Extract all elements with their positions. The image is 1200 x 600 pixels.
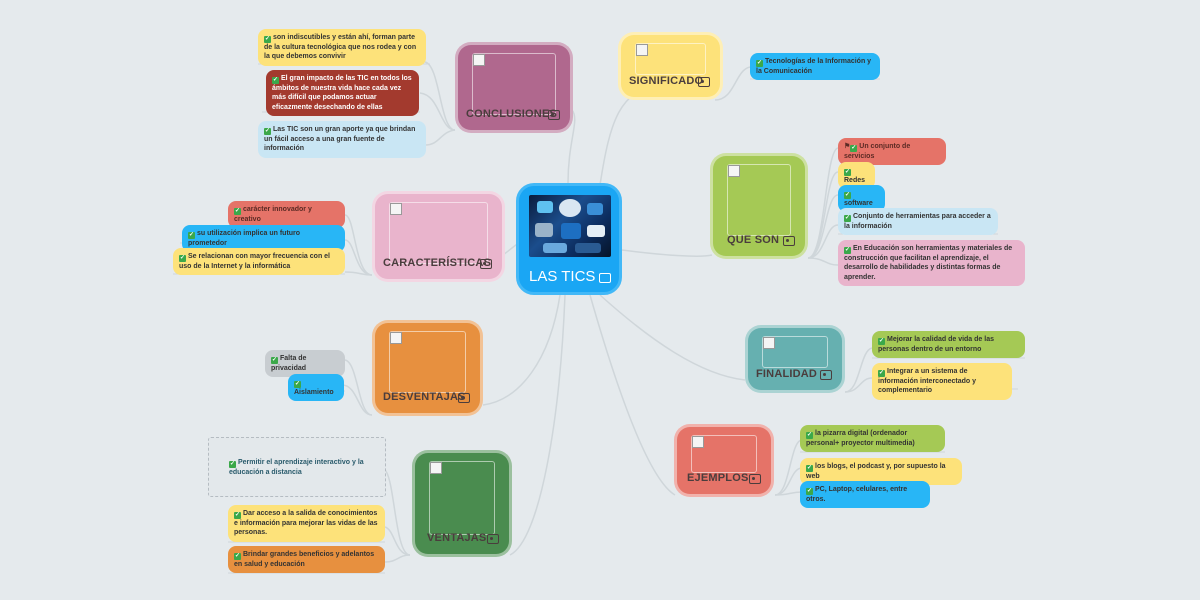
- image-icon: [783, 236, 795, 246]
- subtopic-que-son-1[interactable]: ⚑✓Un conjunto de servicios: [838, 138, 946, 166]
- topic-image-placeholder: [389, 331, 466, 393]
- checkbox-check-icon: ✓: [756, 60, 763, 67]
- topic-label: CONCLUSIONES: [466, 108, 558, 120]
- subtopic-ventajas-3[interactable]: ✓Brindar grandes beneficios y adelantos …: [228, 546, 385, 574]
- checkbox-check-icon: ✓: [188, 232, 195, 239]
- checkbox-check-icon: ✓: [264, 128, 271, 135]
- subtopic-que-son-4[interactable]: ✓Conjunto de herramientas para acceder a…: [838, 208, 998, 236]
- flag-icon: ⚑: [844, 143, 851, 150]
- checkbox-check-icon: ✓: [234, 553, 241, 560]
- image-icon: [487, 534, 499, 544]
- checkbox-check-icon: ✓: [844, 169, 851, 176]
- subtopic-finalidad-1[interactable]: ✓Mejorar la calidad de vida de las perso…: [872, 331, 1025, 359]
- topic-significado[interactable]: SIGNIFICADO: [618, 32, 723, 100]
- checkbox-check-icon: ✓: [179, 255, 186, 262]
- checkbox-check-icon: ✓: [844, 247, 851, 254]
- checkbox-check-icon: ✓: [878, 338, 885, 345]
- image-icon: [599, 273, 611, 283]
- topic-ventajas[interactable]: VENTAJAS: [412, 450, 512, 557]
- topic-label: VENTAJAS: [427, 532, 487, 544]
- topic-label: DESVENTAJAS: [383, 391, 466, 403]
- central-topic[interactable]: LAS TICS: [516, 183, 622, 295]
- image-icon: [698, 77, 710, 87]
- subtopic-caracteristicas-2[interactable]: ✓su utilización implica un futuro promet…: [182, 225, 345, 253]
- subtopic-conclusiones-3[interactable]: ✓Las TIC son un gran aporte ya que brind…: [258, 121, 426, 158]
- topic-image-placeholder: [429, 461, 495, 535]
- subtopic-que-son-2[interactable]: ✓Redes: [838, 162, 875, 190]
- topic-image-placeholder: [389, 202, 488, 264]
- image-icon: [820, 370, 832, 380]
- subtopic-caracteristicas-1[interactable]: ✓carácter innovador y creativo: [228, 201, 345, 229]
- checkbox-check-icon: ✓: [234, 208, 241, 215]
- image-icon: [458, 393, 470, 403]
- topic-desventajas[interactable]: DESVENTAJAS: [372, 320, 483, 416]
- topic-image-placeholder: [472, 53, 556, 115]
- checkbox-check-icon: ✓: [272, 77, 279, 84]
- checkbox-check-icon: ✓: [850, 145, 858, 152]
- topic-image-placeholder: [691, 435, 757, 473]
- subtopic-caracteristicas-3[interactable]: ✓Se relacionan con mayor frecuencia con …: [173, 248, 345, 276]
- central-topic-title: LAS TICS: [529, 268, 596, 285]
- topic-label: SIGNIFICADO: [629, 75, 704, 87]
- topic-label: CARACTERÍSTICAS: [383, 257, 492, 269]
- checkbox-check-icon: ✓: [271, 357, 278, 364]
- subtopic-conclusiones-2[interactable]: ✓El gran impacto de las TIC en todos los…: [266, 70, 419, 117]
- image-icon: [548, 110, 560, 120]
- checkbox-check-icon: ✓: [878, 370, 885, 377]
- checkbox-check-icon: ✓: [806, 432, 813, 439]
- checkbox-check-icon: ✓: [264, 36, 271, 43]
- subtopic-desventajas-2[interactable]: ✓Aislamiento: [288, 374, 344, 402]
- image-icon: [480, 259, 492, 269]
- subtopic-conclusiones-1[interactable]: ✓son indiscutibles y están ahí, forman p…: [258, 29, 426, 66]
- subtopic-finalidad-2[interactable]: ✓Integrar a un sistema de información in…: [872, 363, 1012, 400]
- subtopic-ventajas-2[interactable]: ✓Dar acceso a la salida de conocimientos…: [228, 505, 385, 542]
- topic-label: QUE SON: [727, 234, 780, 246]
- subtopic-que-son-5[interactable]: ✓En Educación son herramientas y materia…: [838, 240, 1025, 287]
- checkbox-check-icon: ✓: [806, 488, 813, 495]
- subtopic-ejemplos-1[interactable]: ✓la pizarra digital (ordenador personal+…: [800, 425, 945, 453]
- checkbox-check-icon: ✓: [844, 215, 851, 222]
- checkbox-check-icon: ✓: [844, 192, 851, 199]
- subtopic-ventajas-1[interactable]: ✓Permitir el aprendizaje interactivo y l…: [208, 437, 386, 497]
- topic-label: FINALIDAD: [756, 368, 818, 380]
- topic-image-placeholder: [762, 336, 828, 368]
- subtopic-desventajas-1[interactable]: ✓Falta de privacidad: [265, 350, 345, 378]
- image-icon: [749, 474, 761, 484]
- topic-image-placeholder: [635, 43, 706, 75]
- topic-que-son[interactable]: QUE SON: [710, 153, 808, 259]
- topic-conclusiones[interactable]: CONCLUSIONES: [455, 42, 573, 133]
- checkbox-check-icon: ✓: [229, 461, 236, 468]
- central-topic-image: [529, 195, 611, 257]
- topic-image-placeholder: [727, 164, 791, 236]
- topic-caracteristicas[interactable]: CARACTERÍSTICAS: [372, 191, 505, 282]
- checkbox-check-icon: ✓: [806, 465, 813, 472]
- subtopic-significado-1[interactable]: ✓Tecnologías de la Información y la Comu…: [750, 53, 880, 81]
- subtopic-ejemplos-2[interactable]: ✓los blogs, el podcast y, por supuesto l…: [800, 458, 962, 486]
- topic-ejemplos[interactable]: EJEMPLOS: [674, 424, 774, 497]
- topic-finalidad[interactable]: FINALIDAD: [745, 325, 845, 393]
- subtopic-ejemplos-3[interactable]: ✓PC, Laptop, celulares, entre otros.: [800, 481, 930, 509]
- topic-label: EJEMPLOS: [687, 472, 749, 484]
- checkbox-check-icon: ✓: [234, 512, 241, 519]
- checkbox-check-icon: ✓: [294, 381, 301, 388]
- subtopic-que-son-3[interactable]: ✓software: [838, 185, 885, 213]
